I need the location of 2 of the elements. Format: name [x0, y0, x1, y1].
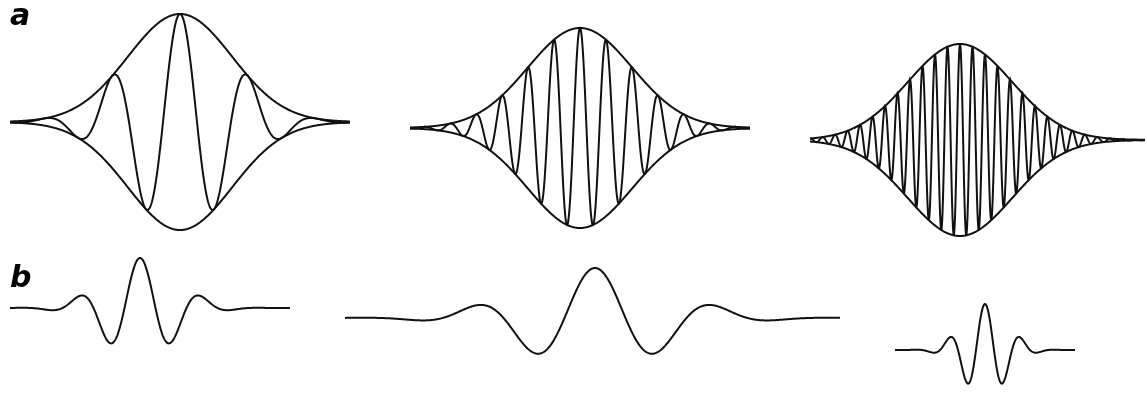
panel-letter: a	[10, 0, 31, 30]
panel-letter: b	[10, 262, 32, 292]
